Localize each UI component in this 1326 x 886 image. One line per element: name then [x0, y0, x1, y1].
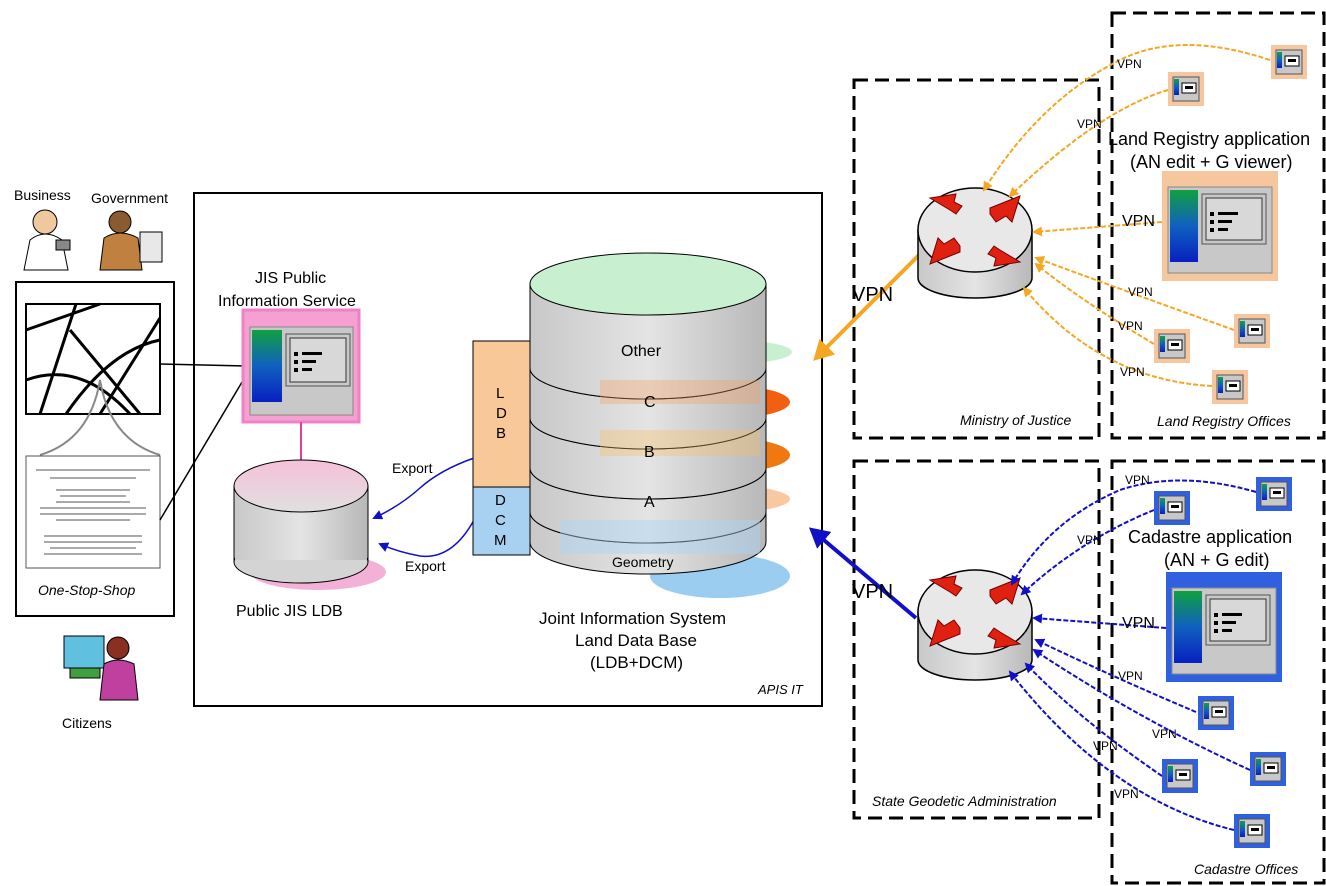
- lr-vpn-label-2: VPN: [1077, 117, 1102, 131]
- layer-c-label: C: [644, 394, 656, 411]
- lr-workstation-4: [1154, 329, 1190, 363]
- map-doc-connector: [39, 379, 161, 456]
- lr-vpn-link-6: [1022, 286, 1213, 387]
- cad-vpn-link-1: [1010, 479, 1257, 586]
- cad-vpn-label-5: VPN: [1152, 727, 1177, 741]
- cad-vpn-link-6: [1024, 662, 1163, 777]
- dcm-letter-d: D: [495, 492, 506, 509]
- ldb-side-bar: [472, 340, 531, 488]
- cad-workstation-3: [1198, 696, 1234, 730]
- dcm-letter-m: M: [494, 532, 507, 549]
- lr-vpn-link-4: [1034, 256, 1235, 331]
- connector-doc-to-service: [159, 371, 249, 521]
- dcm-side-bar: [472, 486, 531, 556]
- public-jis-ldb-cylinder: [233, 459, 386, 590]
- business-label: Business: [14, 187, 71, 203]
- layer-a-label: A: [644, 494, 655, 511]
- citizens-label: Citizens: [62, 715, 112, 731]
- cadastre-offices-frame: [1110, 459, 1326, 885]
- ldb-letter-b: B: [496, 425, 506, 442]
- apis-it-frame: [193, 192, 823, 707]
- cad-workstation-4: [1250, 752, 1286, 786]
- cad-vpn-label-1: VPN: [1125, 473, 1150, 487]
- state-geodetic-frame: [852, 459, 1101, 820]
- land-registry-app-line1: Land Registry application: [1108, 129, 1310, 149]
- one-stop-shop-label: One-Stop-Shop: [38, 582, 135, 598]
- cad-vpn-link-2: [1020, 509, 1155, 596]
- connector-map-to-service: [159, 363, 247, 367]
- state-geodetic-caption: State Geodetic Administration: [872, 793, 1057, 809]
- cadastre-app-line1: Cadastre application: [1128, 527, 1292, 547]
- business-figure: [23, 209, 71, 271]
- cad-vpn-label-3: VPN: [1122, 615, 1155, 632]
- lr-vpn-label-4: VPN: [1128, 285, 1153, 299]
- cadastre-app-line2: (AN + G edit): [1164, 550, 1270, 570]
- ministry-of-justice-frame: [852, 78, 1101, 440]
- ldb-letter-d: D: [496, 405, 507, 422]
- layer-b-label: B: [644, 444, 655, 461]
- lr-vpn-link-1: [982, 44, 1271, 192]
- document-thumbnail: [25, 455, 161, 569]
- geodetic-vpn-main-link: [808, 527, 918, 620]
- lr-vpn-label-5: VPN: [1118, 319, 1143, 333]
- cad-vpn-link-4: [1034, 638, 1197, 713]
- cad-workstation-5: [1162, 759, 1198, 793]
- cad-vpn-label-2: VPN: [1077, 533, 1102, 547]
- lr-workstation-large: [1162, 171, 1278, 281]
- export-label-2: Export: [405, 558, 446, 574]
- dcm-letter-c: C: [495, 512, 506, 529]
- map-thumbnail: [25, 302, 162, 416]
- geodetic-vpn-main-label: VPN: [852, 581, 893, 603]
- jis-public-service-icon: [241, 308, 361, 424]
- cad-workstation-large: [1166, 572, 1282, 682]
- export-label-1: Export: [392, 460, 433, 476]
- jis-title-line3: (LDB+DCM): [590, 653, 683, 672]
- government-figure: [99, 210, 163, 271]
- lr-workstation-2: [1168, 72, 1204, 106]
- cad-vpn-link-7: [1008, 670, 1235, 831]
- lr-workstation-1: [1271, 45, 1307, 79]
- citizen-figure: [63, 635, 139, 701]
- cad-vpn-label-4: VPN: [1118, 669, 1143, 683]
- lr-vpn-link-5: [1034, 262, 1155, 345]
- cad-vpn-link-3: [1032, 613, 1167, 629]
- lr-workstation-5: [1212, 370, 1248, 404]
- lr-vpn-link-3: [1032, 221, 1163, 237]
- jis-title-line2: Land Data Base: [575, 631, 697, 650]
- jis-ldb-database-stack: [529, 252, 792, 598]
- lr-vpn-label-6: VPN: [1120, 365, 1145, 379]
- land-registry-offices-caption: Land Registry Offices: [1157, 413, 1291, 429]
- lr-vpn-label-3: VPN: [1122, 213, 1155, 230]
- justice-vpn-main-link: [813, 252, 922, 361]
- layer-geometry-label: Geometry: [612, 554, 673, 570]
- jis-title-line1: Joint Information System: [539, 609, 726, 628]
- ldb-letter-l: L: [496, 385, 504, 402]
- justice-router-icon: [917, 187, 1033, 299]
- cad-vpn-label-6: VPN: [1093, 739, 1118, 753]
- export-arrow-dcm: [378, 519, 475, 558]
- cad-workstation-1: [1256, 477, 1292, 511]
- cad-workstation-2: [1154, 491, 1190, 525]
- jis-public-title-2: Information Service: [218, 293, 356, 310]
- layer-other-label: Other: [621, 343, 662, 360]
- cadastre-offices-caption: Cadastre Offices: [1194, 861, 1298, 877]
- government-label: Government: [91, 190, 168, 206]
- cad-vpn-link-5: [1032, 648, 1251, 771]
- apis-it-caption: APIS IT: [757, 682, 804, 697]
- cad-workstation-6: [1234, 814, 1270, 848]
- lr-vpn-label-1: VPN: [1117, 57, 1142, 71]
- lr-workstation-3: [1234, 314, 1270, 348]
- land-registry-app-line2: (AN edit + G viewer): [1130, 152, 1293, 172]
- export-arrow-ldb: [372, 457, 475, 520]
- jis-public-title-1: JIS Public: [255, 270, 326, 287]
- cad-vpn-label-7: VPN: [1114, 787, 1139, 801]
- ministry-of-justice-caption: Ministry of Justice: [960, 412, 1071, 428]
- lr-vpn-link-2: [1008, 89, 1169, 198]
- public-jis-ldb-label: Public JIS LDB: [236, 603, 343, 620]
- justice-vpn-main-label: VPN: [852, 284, 893, 306]
- geodetic-router-icon: [917, 569, 1033, 681]
